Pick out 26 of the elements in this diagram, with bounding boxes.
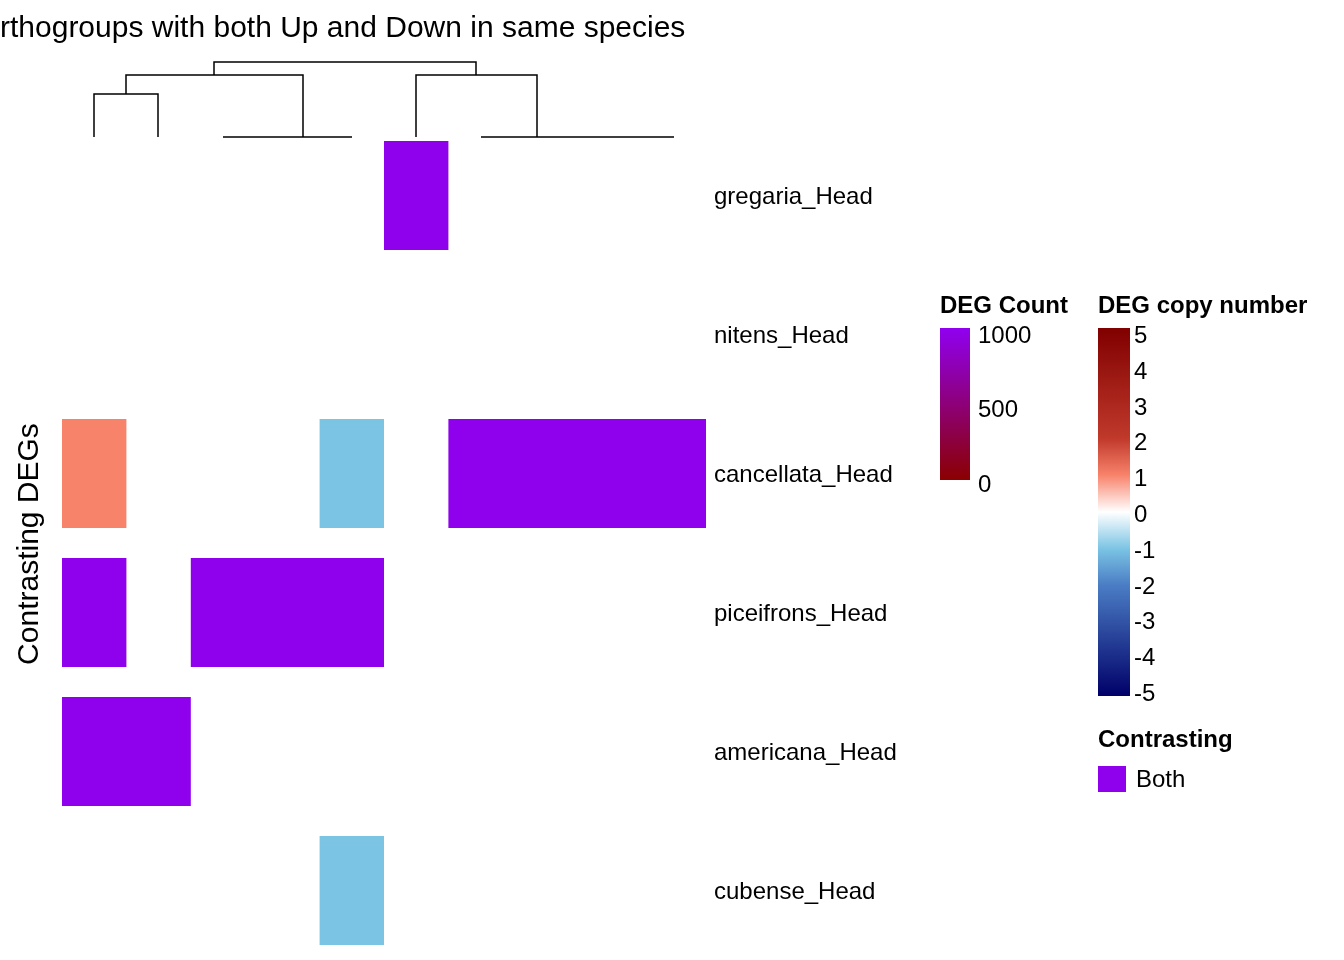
tick-label: 3 [1134, 394, 1148, 419]
row-label: piceifrons_Head [714, 601, 888, 625]
tick-label: 2 [1134, 430, 1148, 455]
tick-label: 0 [978, 472, 992, 496]
tick-label: 0 [1134, 502, 1148, 526]
legend-title: Contrasting [1098, 727, 1233, 751]
tick-label: 1000 [978, 323, 1032, 347]
legend-label: Both [1136, 767, 1186, 791]
tick-label: -1 [1134, 537, 1156, 562]
row-label: gregaria_Head [714, 184, 873, 208]
chart-title: rthogroups with both Up and Down in same species [0, 12, 686, 42]
row-label: cubense_Head [714, 879, 876, 903]
tick-label: -5 [1134, 681, 1156, 705]
tick-label: -2 [1134, 573, 1156, 598]
row-label: cancellata_Head [714, 462, 893, 486]
tick-label: 4 [1134, 358, 1148, 383]
legend-title: DEG Count [940, 293, 1068, 317]
tick-label: 5 [1134, 323, 1148, 347]
tick-label: 1 [1134, 466, 1148, 491]
tick-label: 500 [978, 397, 1019, 421]
legend-title: DEG copy number [1098, 293, 1308, 317]
row-label: americana_Head [714, 740, 897, 764]
row-label: nitens_Head [714, 323, 849, 347]
tick-label: -4 [1134, 645, 1156, 670]
axis-title: Contrasting DEGs [13, 423, 43, 665]
tick-label: -3 [1134, 609, 1156, 634]
